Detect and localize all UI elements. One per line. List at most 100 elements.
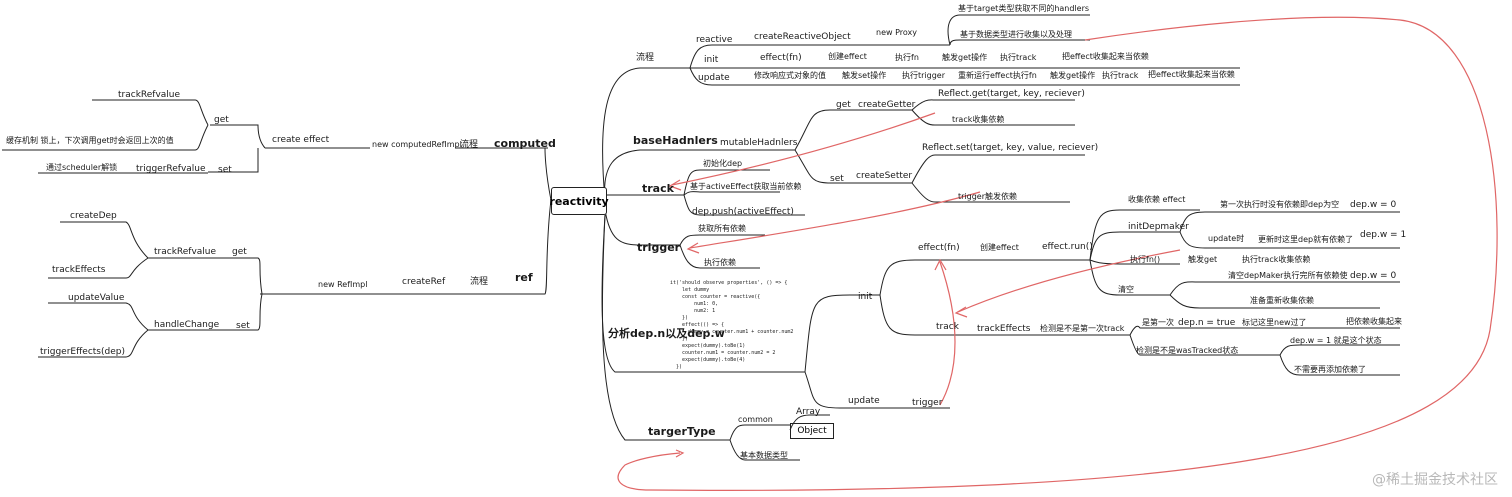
do-trigger-label: 执行trigger [902, 71, 946, 80]
do-track2-label: 执行track [1102, 71, 1139, 80]
target-type-node[interactable]: targerType [648, 425, 716, 438]
effect-run-label: effect.run() [1042, 242, 1093, 252]
trigger-get-label: 触发get操作 [942, 53, 988, 62]
dep-push-label: dep.push(activeEffect) [692, 207, 794, 217]
create-setter-label: createSetter [856, 171, 913, 181]
new-ref-label: new RefImpl [318, 280, 368, 289]
update-time-label: update时 [1208, 234, 1245, 243]
trigger-ref-value-label: triggerRefvalue [136, 164, 206, 174]
track-node[interactable]: track [642, 182, 674, 195]
ref-set-label: set [236, 321, 250, 331]
collect-effect-label: 把effect收集起来当依赖 [1062, 52, 1149, 61]
do-track-label: 执行track [1000, 53, 1037, 62]
dep-n-true-label: dep.n = true [1178, 318, 1236, 328]
create-getter-label: createGetter [858, 100, 916, 110]
run-fn2-label: 执行fn() [1130, 255, 1161, 264]
trigger-node[interactable]: trigger [637, 241, 681, 254]
create-reactive-object-label: createReactiveObject [754, 32, 851, 42]
detect-tracked-label: 检测是不是wasTracked状态 [1136, 346, 1239, 355]
track-collect-label: track收集依赖 [952, 115, 1005, 124]
no-need-label: 不需要再添加依赖了 [1294, 365, 1366, 374]
bh-set-label: set [830, 174, 844, 184]
init-dep-label: 初始化dep [703, 159, 743, 168]
base-handlers-node[interactable]: baseHadnlers [633, 134, 718, 147]
common-label: common [738, 415, 773, 424]
prepare-recollect-label: 准备重新收集依赖 [1250, 296, 1314, 305]
dep-w-0b-label: dep.w = 0 [1350, 271, 1397, 281]
collect-effect3-label: 收集依赖 effect [1128, 195, 1186, 204]
scheduler-note: 通过scheduler解锁 [46, 163, 118, 172]
collect-effect2-label: 把effect收集起来当依赖 [1148, 70, 1235, 79]
create-dep-label: createDep [70, 211, 117, 221]
ref-get-label: get [232, 247, 247, 257]
flow-node[interactable]: 流程 [636, 53, 655, 63]
mark-new-label: 标记这里new过了 [1242, 318, 1307, 327]
computed-set-label: set [218, 165, 232, 175]
analyze-update-label: update [848, 396, 880, 406]
do-track-collect-label: 执行track收集依赖 [1242, 255, 1311, 264]
computed-flow-label: 流程 [460, 140, 479, 150]
analyze-init-label: init [858, 292, 873, 302]
get-all-deps-label: 获取所有依赖 [698, 224, 746, 233]
track-effects-label: trackEffects [52, 265, 106, 275]
update-value-label: updateValue [68, 293, 125, 303]
analyze-effect-fn-label: effect(fn) [918, 243, 960, 253]
dep-w-1-label: dep.w = 1 [1360, 230, 1407, 240]
first-run-empty-label: 第一次执行时没有依赖即dep为空 [1220, 200, 1340, 209]
reactive-label: reactive [696, 35, 733, 45]
by-active-effect-label: 基于activeEffect获取当前依赖 [690, 182, 802, 191]
run-deps-label: 执行依赖 [704, 258, 736, 267]
track-ref-value-label: trackRefvalue [118, 90, 181, 100]
init-dep-marker-label: initDepmaker [1128, 222, 1189, 232]
trigger-effects-dep-label: triggerEffects(dep) [40, 347, 125, 357]
rerun-effect-label: 重新运行effect执行fn [958, 71, 1037, 80]
primitive-label: 基本数据类型 [740, 451, 788, 460]
ref-flow-label: 流程 [470, 277, 489, 287]
clear-desc-label: 清空depMaker执行完所有依赖使 [1228, 271, 1348, 280]
is-first-label: 是第一次 [1142, 318, 1174, 327]
by-data-type-label: 基于数据类型进行收集以及处理 [960, 30, 1072, 39]
update-has-dep-label: 更新时这里dep就有依赖了 [1258, 235, 1354, 244]
ref-node[interactable]: ref [515, 271, 533, 284]
trigger-collect-label: trigger触发依赖 [958, 192, 1018, 201]
handle-change-label: handleChange [154, 320, 220, 330]
test-code-snippet: it('should observe properties', () => { … [670, 280, 794, 370]
analyze-node[interactable]: 分析dep.n以及dep.w [608, 327, 725, 340]
flow-update-label: update [698, 73, 730, 83]
analyze-create-effect-label: 创建effect [980, 243, 1019, 252]
flow-init-label: init [704, 55, 719, 65]
analyze-track-effects-label: trackEffects [977, 324, 1031, 334]
dep-w-1b-label: dep.w = 1 就是这个状态 [1290, 336, 1382, 345]
create-ref-label: createRef [402, 277, 446, 287]
new-proxy-label: new Proxy [876, 28, 917, 37]
reflect-set-label: Reflect.set(target, key, value, reciever… [922, 143, 1099, 153]
cache-note: 缓存机制 锁上，下次调用get时会返回上次的值 [6, 136, 174, 145]
computed-get-label: get [214, 115, 229, 125]
trigger-get2-label: 触发get操作 [1050, 71, 1096, 80]
analyze-trigger-label: trigger [912, 398, 943, 408]
reflect-get-label: Reflect.get(target, key, reciever) [938, 89, 1085, 99]
trigger-get3-label: 触发get [1188, 255, 1218, 264]
computed-node[interactable]: computed [494, 137, 556, 150]
by-target-type-label: 基于target类型获取不同的handlers [958, 4, 1090, 13]
ref-track-ref-value-label: trackRefvalue [154, 247, 217, 257]
collect-up-label: 把依赖收集起来 [1346, 317, 1402, 326]
clear-label: 清空 [1118, 285, 1134, 294]
create-effect-cn-label: 创建effect [828, 52, 867, 61]
trigger-set-label: 触发set操作 [842, 71, 887, 80]
dep-w-0-label: dep.w = 0 [1350, 200, 1397, 210]
analyze-track-label: track [936, 322, 959, 332]
mutable-handlers-label: mutableHadnlers [720, 138, 798, 148]
run-fn-label: 执行fn [895, 53, 919, 62]
modify-value-label: 修改响应式对象的值 [754, 71, 826, 80]
root-node[interactable]: reactivity [549, 187, 609, 215]
effect-fn-label: effect(fn) [760, 53, 802, 63]
array-label: Array [796, 407, 821, 417]
object-box: Object [790, 423, 834, 439]
detect-first-label: 检测是不是第一次track [1040, 324, 1125, 333]
bh-get-label: get [836, 100, 851, 110]
create-effect-label: create effect [272, 135, 330, 145]
new-computed-label: new computedRefImpl [372, 140, 462, 149]
